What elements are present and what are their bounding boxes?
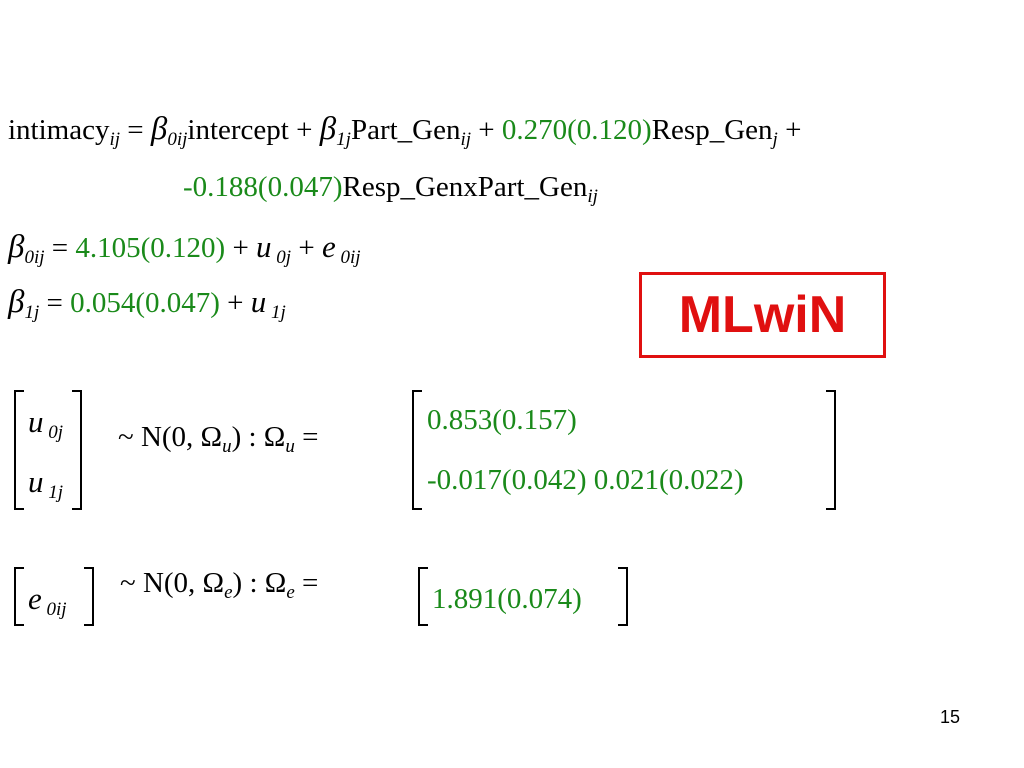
subscript: j	[772, 129, 778, 150]
subscript: ij	[587, 186, 598, 207]
subscript: 0ij	[167, 129, 188, 150]
coefficient-slope: 0.054(0.047)	[70, 287, 220, 319]
subscript: 1j	[24, 302, 40, 323]
u-symbol: u	[28, 404, 44, 439]
distribution-text: ~ N(0, Ω	[120, 567, 225, 599]
response-variable: intimacy	[8, 114, 110, 146]
e-vector-right-bracket	[84, 567, 94, 626]
plus: +	[219, 287, 251, 319]
equals: =	[294, 421, 319, 453]
e-symbol: e	[321, 229, 336, 264]
matrix-right-bracket	[826, 390, 836, 510]
subscript: e	[224, 582, 233, 603]
equation-line-1: intimacyij = β0ijintercept + β1jPart_Gen…	[8, 111, 802, 150]
interaction-term: Resp_GenxPart_Gen	[342, 171, 588, 203]
e-symbol: e	[28, 581, 42, 616]
omega-label: ) : Ω	[231, 421, 286, 453]
omega-u-row-1: 0.853(0.157)	[427, 404, 577, 436]
omega-e-value: 1.891(0.074)	[432, 583, 582, 615]
u-symbol: u	[28, 464, 44, 499]
subscript: e	[286, 582, 295, 603]
beta-symbol: β	[8, 284, 25, 320]
plus: +	[471, 114, 502, 146]
subscript: ij	[460, 129, 472, 150]
subscript: 0j	[271, 247, 292, 268]
coefficient-intercept: 4.105(0.120)	[75, 232, 226, 264]
equation-line-2: -0.188(0.047)Resp_GenxPart_Genij	[183, 170, 598, 207]
plus: +	[777, 114, 802, 146]
u-symbol: u	[250, 284, 267, 319]
subscript: 0j	[43, 422, 64, 443]
e-vector-left-bracket	[14, 567, 24, 626]
omega-label: ) : Ω	[232, 567, 287, 599]
equals: =	[120, 114, 151, 146]
subscript: u	[285, 436, 295, 457]
beta-symbol: β	[8, 229, 25, 265]
subscript: 0ij	[24, 247, 45, 268]
beta-symbol: β	[150, 111, 168, 147]
vector-left-bracket	[14, 390, 24, 510]
page-number: 15	[940, 707, 961, 727]
subscript: 0ij	[41, 599, 67, 620]
e-distribution: ~ N(0, Ωe) : Ωe =	[120, 566, 319, 603]
intercept-term: intercept +	[187, 114, 320, 146]
omega-e-right-bracket	[618, 567, 628, 626]
beta0-equation: β0ij = 4.105(0.120) + u 0j + e 0ij	[8, 229, 361, 268]
beta-symbol: β	[319, 111, 337, 147]
u-distribution: ~ N(0, Ωu) : Ωu =	[118, 420, 319, 457]
omega-u-row-2: -0.017(0.042) 0.021(0.022)	[427, 464, 744, 496]
coefficient-interaction: -0.188(0.047)	[183, 171, 343, 203]
subscript: ij	[109, 129, 121, 150]
equals: =	[44, 232, 76, 264]
u-symbol: u	[256, 229, 272, 264]
equals: =	[39, 287, 71, 319]
resp-gen-term: Resp_Gen	[651, 114, 773, 146]
mlwin-badge: MLwiN	[639, 272, 886, 358]
e0-element: e 0ij	[28, 581, 67, 620]
omega-e-left-bracket	[418, 567, 428, 626]
subscript: 1j	[43, 482, 64, 503]
subscript: 0ij	[335, 247, 361, 268]
coefficient-resp-gen: 0.270(0.120)	[501, 114, 652, 146]
subscript: 1j	[266, 302, 286, 323]
matrix-left-bracket	[412, 390, 422, 510]
distribution-text: ~ N(0, Ω	[118, 421, 223, 453]
equals: =	[294, 567, 319, 599]
plus: +	[225, 232, 257, 264]
subscript: u	[222, 436, 232, 457]
u0-element: u 0j	[28, 404, 64, 443]
subscript: 1j	[336, 129, 351, 150]
u1-element: u 1j	[28, 464, 64, 503]
beta1-equation: β1j = 0.054(0.047) + u 1j	[8, 284, 286, 323]
vector-right-bracket	[72, 390, 82, 510]
part-gen-term: Part_Gen	[350, 114, 461, 146]
plus: +	[291, 232, 322, 264]
